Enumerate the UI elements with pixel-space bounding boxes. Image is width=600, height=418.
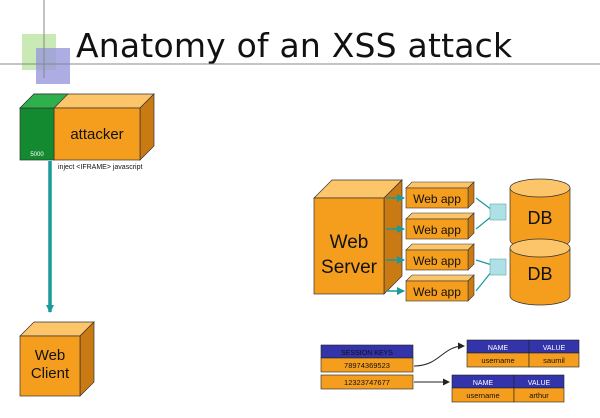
session-key: 78974369523 [344,361,390,370]
web-app-box: Web app [405,274,475,302]
session-key: 12323747677 [344,378,390,387]
attacker-port: 5000 [30,152,44,158]
table-cell: username [466,391,499,400]
web-client-label-line2: Client [31,365,70,382]
attacker-box: attacker 5000 [19,93,155,161]
web-client-box: Web Client [19,321,95,397]
session-keys-header: SESSION KEYS [341,350,393,357]
table-cell: saumil [543,356,565,365]
attacker-action-label: inject <IFRAME> javascript [58,164,142,171]
server-webapp-arrows [386,194,405,295]
column-header: VALUE [543,345,566,352]
db-connector [475,258,507,292]
web-app-box: Web app [405,212,475,240]
column-header: NAME [488,345,509,352]
database-cylinder: DB [509,178,571,250]
web-app-label: Web app [413,192,461,206]
session-link-arrow [413,342,465,367]
web-app-label: Web app [413,285,461,299]
table-cell: arthur [529,391,549,400]
db-label: DB [527,208,552,228]
column-header: VALUE [528,380,551,387]
db-label: DB [527,264,552,284]
session-record-table: NAME VALUE username arthur [451,374,565,403]
session-keys-table: SESSION KEYS 78974369523 12323747677 [320,344,414,390]
table-cell: username [481,356,514,365]
attacker-label: attacker [70,126,123,143]
web-server-label-line2: Server [321,257,378,278]
web-app-label: Web app [413,254,461,268]
web-app-box: Web app [405,243,475,271]
web-app-box: Web app [405,181,475,209]
slide-title: Anatomy of an XSS attack [76,26,513,65]
title-ornament [0,0,600,84]
database-cylinder: DB [509,238,571,306]
session-record-table: NAME VALUE username saumil [466,339,580,368]
db-connector [475,197,507,230]
web-app-label: Web app [413,223,461,237]
web-client-label-line1: Web [35,347,66,364]
web-server-label-line1: Web [330,232,369,253]
web-server-box: Web Server [313,179,403,295]
column-header: NAME [473,380,494,387]
